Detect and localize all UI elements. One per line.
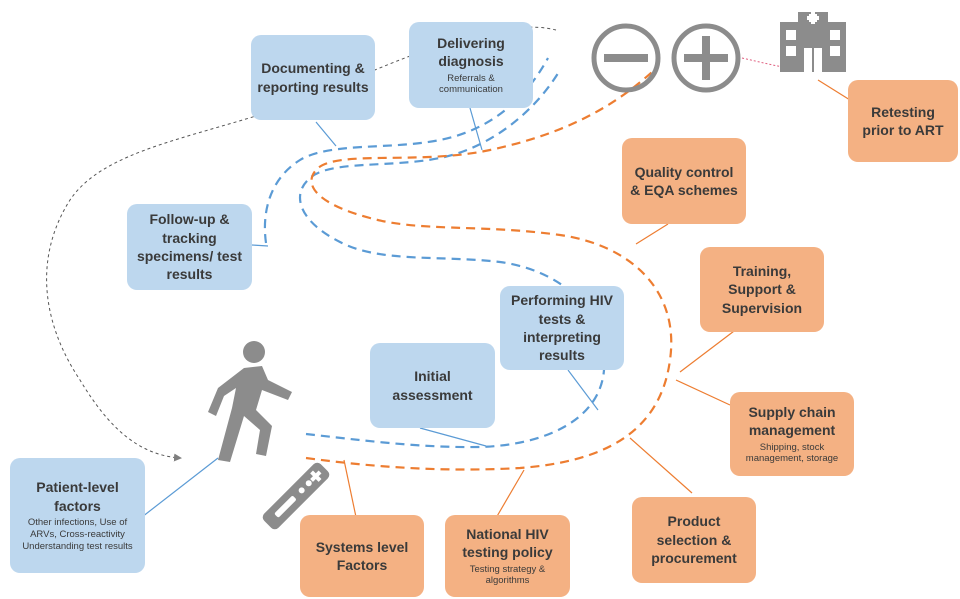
connector-performing xyxy=(567,369,599,411)
supply-chain-box: Supply chain management Shipping, stock … xyxy=(730,392,854,476)
delivering-diagnosis-box: Delivering diagnosis Referrals & communi… xyxy=(409,22,533,108)
quality-control-box: Quality control & EQA schemes xyxy=(622,138,746,224)
product-selection-box: Product selection & procurement xyxy=(632,497,756,583)
performing-tests-box: Performing HIV tests & interpreting resu… xyxy=(500,286,624,370)
follow-up-tracking-title: Follow-up & tracking specimens/ test res… xyxy=(136,211,243,283)
patient-level-factors-box: Patient-level factors Other infections, … xyxy=(10,458,145,573)
delivering-diagnosis-subtitle: Referrals & communication xyxy=(439,72,503,96)
supply-chain-subtitle: Shipping, stock management, storage xyxy=(745,441,839,465)
test-kit-icon xyxy=(262,462,330,530)
national-policy-title: National HIV testing policy xyxy=(462,525,553,561)
connector-delivering xyxy=(469,107,483,151)
supply-chain-title: Supply chain management xyxy=(748,403,836,439)
connector-retesting xyxy=(817,79,851,101)
documenting-reporting-box: Documenting & reporting results xyxy=(251,35,375,120)
walking-person-icon xyxy=(208,341,292,462)
connector-documenting xyxy=(315,121,337,147)
negative-result-icon xyxy=(591,23,661,93)
training-support-title: Training, Support & Supervision xyxy=(721,262,803,316)
delivering-diagnosis-title: Delivering diagnosis xyxy=(437,34,505,70)
quality-control-title: Quality control & EQA schemes xyxy=(630,163,738,198)
connector-followup xyxy=(251,244,269,247)
connector-patient xyxy=(141,457,219,518)
connector-supply xyxy=(675,379,731,406)
training-support-box: Training, Support & Supervision xyxy=(700,247,824,332)
patient-journey-path xyxy=(46,26,557,462)
retesting-box: Retesting prior to ART xyxy=(848,80,958,162)
retesting-title: Retesting prior to ART xyxy=(862,103,944,138)
national-policy-box: National HIV testing policy Testing stra… xyxy=(445,515,570,597)
process-road-blue xyxy=(299,69,606,449)
connector-quality xyxy=(635,223,669,245)
follow-up-tracking-box: Follow-up & tracking specimens/ test res… xyxy=(127,204,252,290)
product-selection-title: Product selection & procurement xyxy=(651,513,737,567)
connector-product xyxy=(629,437,693,494)
patient-level-factors-subtitle: Other infections, Use of ARVs, Cross-rea… xyxy=(22,517,133,552)
documenting-reporting-title: Documenting & reporting results xyxy=(257,60,369,95)
hospital-icon xyxy=(780,12,846,72)
positive-result-icon xyxy=(671,23,741,93)
performing-tests-title: Performing HIV tests & interpreting resu… xyxy=(511,292,613,364)
national-policy-subtitle: Testing strategy & algorithms xyxy=(469,563,546,587)
connector-initial xyxy=(419,427,487,447)
initial-assessment-title: Initial assessment xyxy=(392,368,473,403)
patient-level-factors-title: Patient-level factors xyxy=(36,479,119,514)
connector-national xyxy=(495,469,525,519)
systems-level-factors-title: Systems level Factors xyxy=(315,538,409,573)
systems-road-orange xyxy=(305,71,673,471)
connector-training xyxy=(679,324,743,373)
connector-systems xyxy=(343,459,357,518)
initial-assessment-box: Initial assessment xyxy=(370,343,495,428)
systems-level-factors-box: Systems level Factors xyxy=(300,515,424,597)
process-road-blue-inner xyxy=(263,57,549,244)
